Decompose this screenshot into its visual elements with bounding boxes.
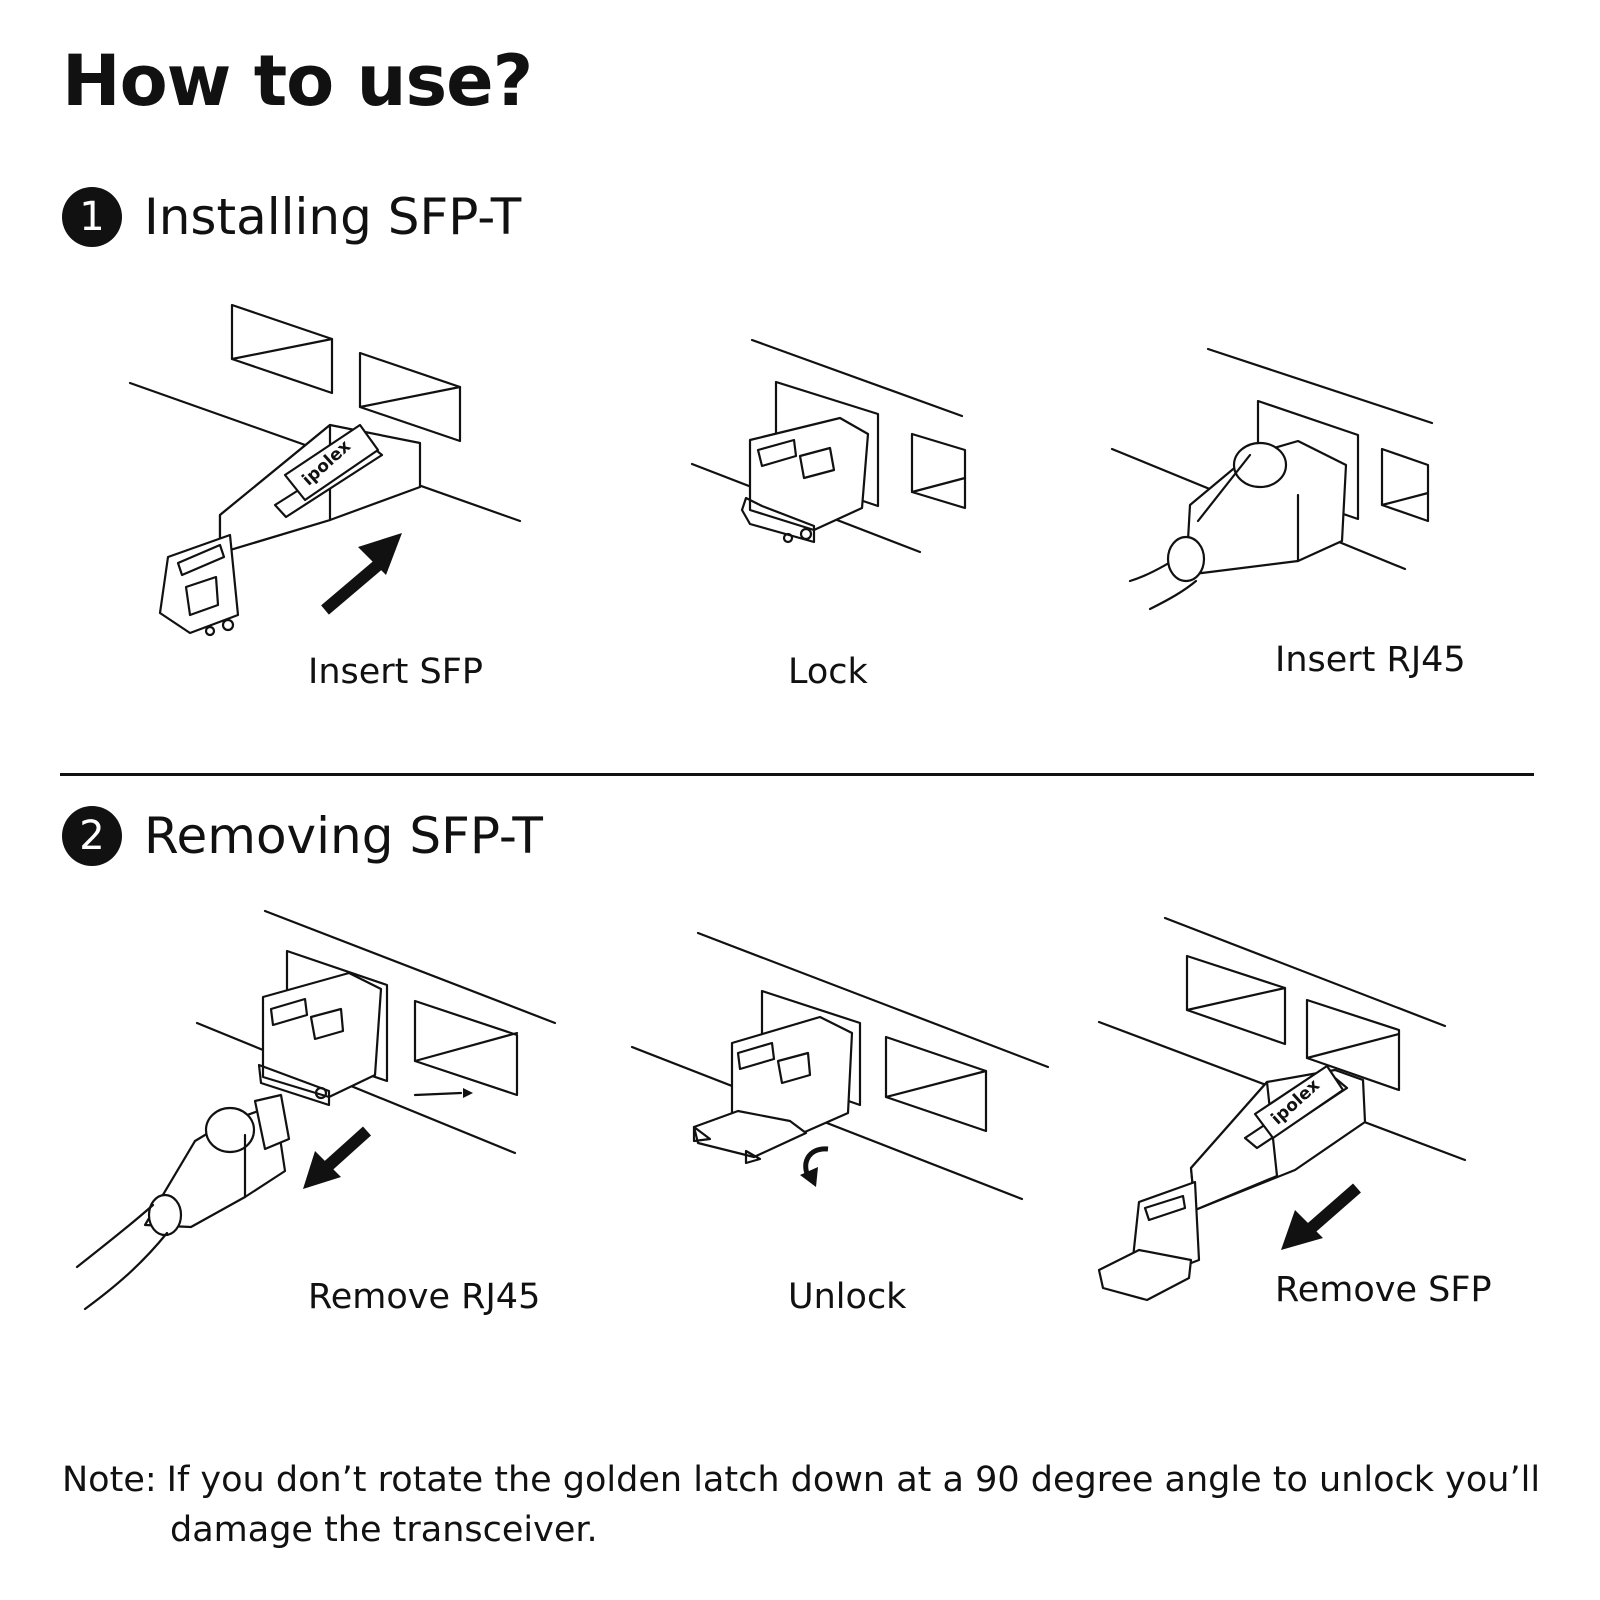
arrow-up-right-icon [321,533,402,615]
lock-latch-illustration [690,338,967,554]
step-number-badge: 2 [62,806,122,866]
warning-note: Note: If you don’t rotate the golden lat… [62,1455,1542,1555]
step-label-lock: Lock [788,652,868,692]
section-removing-header: 2 Removing SFP-T [62,806,543,866]
step-label-insert-rj45: Insert RJ45 [1275,640,1466,680]
note-line-1: If you don’t rotate the golden latch dow… [166,1460,1541,1500]
remove-sfp-illustration: ipolex [1097,916,1467,1302]
step-label-remove-rj45: Remove RJ45 [308,1277,541,1317]
step-label-unlock: Unlock [788,1277,907,1317]
note-prefix: Note: [62,1460,157,1500]
rotate-arrow-icon [800,1146,829,1187]
arrow-down-left-icon [303,1126,372,1189]
insert-rj45-illustration [1110,347,1434,611]
unlock-latch-illustration [630,931,1050,1201]
note-line-2: damage the transceiver. [170,1510,598,1550]
step-label-insert-sfp: Insert SFP [308,652,483,692]
section-title: Installing SFP-T [144,188,522,246]
section-installing-header: 1 Installing SFP-T [62,187,521,247]
page-title: How to use? [62,40,533,122]
step-number-badge: 1 [62,187,122,247]
brand-label: ipolex [1253,1064,1345,1140]
arrow-down-left-icon [1281,1183,1361,1250]
section-title: Removing SFP-T [144,807,543,865]
section-divider [60,773,1534,776]
step-label-remove-sfp: Remove SFP [1275,1270,1492,1310]
insert-sfp-illustration: ipolex [128,303,522,637]
remove-rj45-illustration [75,909,557,1311]
